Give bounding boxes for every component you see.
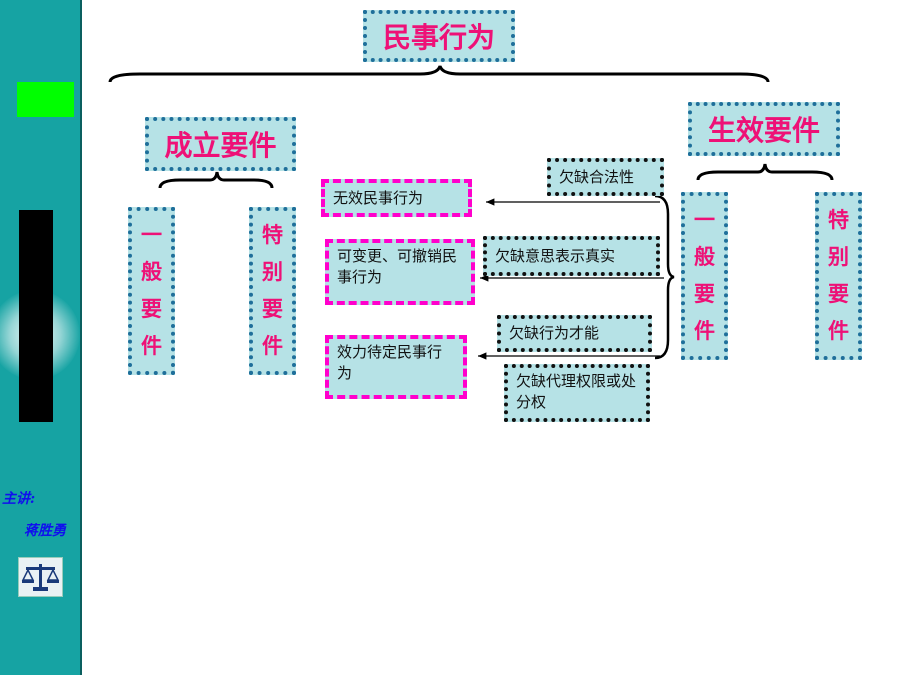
right-vertical-brace: [654, 194, 675, 360]
black-bar-decoration: [19, 210, 53, 422]
effectiveness-special-requirements-box: 特 别 要 件: [815, 192, 862, 360]
sidebar: 主讲: 蒋胜勇: [0, 0, 82, 675]
effectiveness-general-char: 般: [694, 245, 715, 269]
scales-of-justice-icon: [18, 557, 63, 597]
civil-act-title: 民事行为: [363, 10, 515, 62]
formation-special-char: 件: [262, 334, 283, 358]
lecturer-label: 主讲:: [2, 491, 36, 507]
formation-general-char: 件: [141, 334, 162, 358]
formation-general-requirements-box: 一 般 要 件: [128, 207, 175, 375]
formation-general-char: 一: [141, 223, 162, 247]
lack-legality-box: 欠缺合法性: [547, 158, 664, 196]
invalid-civil-act-box: 无效民事行为: [321, 179, 472, 217]
voidable-civil-act-box: 可变更、可撤销民事行为: [325, 239, 475, 305]
lack-agency-authority-box: 欠缺代理权限或处分权: [504, 364, 650, 422]
lack-capacity-box: 欠缺行为才能: [497, 315, 652, 352]
effectiveness-general-requirements-box: 一 般 要 件: [681, 192, 728, 360]
top-brace: [108, 65, 770, 83]
formation-general-char: 要: [141, 297, 162, 321]
lack-true-intent-box: 欠缺意思表示真实: [483, 236, 660, 276]
formation-special-requirements-box: 特 别 要 件: [249, 207, 296, 375]
effectiveness-brace: [696, 163, 834, 181]
effectiveness-special-char: 要: [828, 282, 849, 306]
formation-brace: [158, 171, 274, 189]
effectiveness-special-char: 件: [828, 319, 849, 343]
effectiveness-special-char: 别: [828, 245, 849, 269]
effectiveness-general-char: 件: [694, 319, 715, 343]
formation-special-char: 要: [262, 297, 283, 321]
formation-special-char: 特: [262, 223, 283, 247]
effectiveness-general-char: 要: [694, 282, 715, 306]
formation-requirements-box: 成立要件: [145, 117, 296, 171]
lecturer-name: 蒋胜勇: [24, 523, 66, 539]
green-accent-block: [17, 82, 74, 117]
pending-validity-civil-act-box: 效力待定民事行为: [325, 335, 467, 399]
effectiveness-special-char: 特: [828, 208, 849, 232]
effectiveness-general-char: 一: [694, 208, 715, 232]
formation-general-char: 般: [141, 260, 162, 284]
effectiveness-requirements-box: 生效要件: [688, 102, 840, 156]
formation-special-char: 别: [262, 260, 283, 284]
